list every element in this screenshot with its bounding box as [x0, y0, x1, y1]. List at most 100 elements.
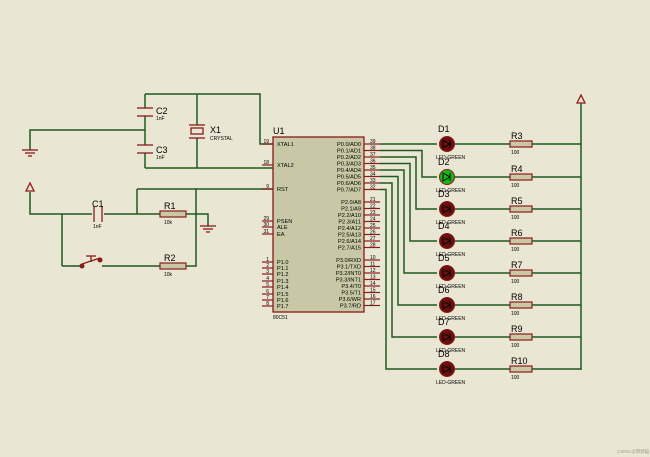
mcu-pin-label: P3.2/INT0	[336, 271, 361, 277]
bus-wire	[380, 175, 437, 306]
mcu-pin-number: 24	[370, 217, 376, 223]
mcu-pin-number: 5	[266, 282, 269, 288]
resistor-value-label: 100	[511, 247, 520, 253]
xtal1-wire	[197, 93, 273, 145]
mcu-pin-label: P3.6/WR	[339, 297, 361, 303]
mcu-pin-number: 35	[370, 165, 376, 171]
resistor-r6	[509, 237, 533, 245]
led-diode-symbol	[442, 204, 451, 214]
rst-wire	[186, 188, 273, 267]
mcu-pin-label: P1.7	[277, 304, 289, 310]
led-ref-label: D7	[438, 317, 450, 327]
resistor-r2	[159, 262, 187, 270]
led-type-label: LED-GREEN	[436, 252, 466, 258]
led-ref-label: D6	[438, 285, 450, 295]
led-type-label: LED-GREEN	[436, 188, 466, 194]
mcu-pin-number: 26	[370, 230, 376, 236]
c1-ref-label: C1	[92, 199, 104, 209]
led-ref-label: D2	[438, 157, 450, 167]
mcu-right-pins: 39P0.0/AD038P0.1/AD137P0.2/AD236P0.3/AD3…	[336, 139, 380, 310]
resistor-ref-label: R9	[511, 324, 523, 334]
mcu-pin-label: P2.6/A14	[338, 239, 361, 245]
mcu-body	[272, 136, 365, 313]
mcu-pin-number: 34	[370, 172, 376, 178]
capacitor-c3	[137, 144, 153, 154]
mcu-pin-number: 33	[370, 178, 376, 184]
led-diode-symbol	[442, 236, 451, 246]
led-type-label: LED-GREEN	[436, 348, 466, 354]
mcu-pin-label: P0.6/AD6	[337, 181, 361, 187]
resistor-r3	[509, 140, 533, 148]
mcu-part-label: 80C51	[273, 315, 288, 321]
resistor-value-label: 100	[511, 150, 520, 156]
led-diode-symbol	[442, 268, 451, 278]
resistor-ref-label: R8	[511, 292, 523, 302]
mcu-pin-label: P2.0/A8	[341, 200, 361, 206]
mcu-pin-label: P1.6	[277, 298, 289, 304]
led-ref-label: D5	[438, 253, 450, 263]
crystal-x1	[189, 124, 205, 139]
mcu-pin-label: P1.2	[277, 272, 289, 278]
mcu-pin-label: XTAL1	[277, 142, 294, 148]
resistor-r1	[159, 210, 187, 218]
led-ref-label: D1	[438, 124, 450, 134]
x1-ref-label: X1	[210, 125, 221, 135]
mcu-pin-label: XTAL2	[277, 163, 294, 169]
mcu-pin-label: P0.4/AD4	[337, 168, 361, 174]
mcu-pin-label: P0.3/AD3	[337, 162, 361, 168]
c3-value-label: 1nF	[156, 155, 165, 161]
mcu-pin-number: 19	[263, 139, 269, 145]
mcu-pin-label: P3.5/T1	[341, 291, 361, 297]
mcu-pin-label: ALE	[277, 225, 288, 231]
mcu-pin-number: 8	[266, 301, 269, 307]
mcu-pin-number: 9	[266, 184, 269, 190]
mcu-pin-number: 37	[370, 152, 376, 158]
watermark: CSDN @郭郭猫	[617, 448, 650, 455]
resistor-r4	[509, 173, 533, 181]
c1-value-label: 1nF	[93, 224, 102, 230]
mcu-pin-label: P3.7/RD	[340, 304, 361, 310]
led-rows: D1LED-GREENR3100D2LED-GREENR4100D3LED-GR…	[436, 124, 581, 386]
bus-wire	[380, 162, 437, 242]
led-diode-symbol	[442, 172, 451, 182]
resistor-value-label: 100	[511, 375, 520, 381]
mcu-pin-number: 38	[370, 146, 376, 152]
mcu-pin-label: P2.1/A9	[341, 207, 361, 213]
mcu-pin-number: 39	[370, 139, 376, 145]
led-d1	[439, 136, 455, 152]
reset-circuit: C1 1nF R1 10k R2 10k	[24, 181, 273, 278]
led-ref-label: D4	[438, 221, 450, 231]
led-d2	[439, 169, 455, 185]
capacitor-c1	[93, 206, 103, 222]
resistor-value-label: 100	[511, 279, 520, 285]
mcu-pin-label: P3.1/TXD	[337, 265, 361, 271]
mcu-pin-label: P3.3/INT1	[336, 278, 361, 284]
bus-wire	[380, 169, 437, 274]
mcu-pin-number: 15	[370, 288, 376, 294]
led-d8	[439, 361, 455, 377]
mcu-pin-label: P2.7/A15	[338, 246, 361, 252]
mcu-pin-number: 29	[263, 216, 269, 222]
resistor-value-label: 100	[511, 311, 520, 317]
resistor-ref-label: R7	[511, 260, 523, 270]
resistor-ref-label: R3	[511, 131, 523, 141]
bus-wire	[380, 188, 437, 370]
power-terminal-right	[575, 93, 587, 104]
mcu-pin-number: 30	[263, 222, 269, 228]
mcu-pin-number: 28	[370, 243, 376, 249]
mcu-pin-label: P0.0/AD0	[337, 142, 361, 148]
mcu-pin-number: 32	[370, 185, 376, 191]
resistor-r9	[509, 333, 533, 341]
mcu-pin-number: 4	[266, 276, 269, 282]
mcu-pin-number: 3	[266, 269, 269, 275]
reset-vcc-wire	[29, 192, 92, 215]
c3-ref-label: C3	[156, 145, 168, 155]
c2-value-label: 1nF	[156, 116, 165, 122]
mcu-pin-label: P2.5/A13	[338, 233, 361, 239]
bus-wire	[380, 149, 437, 178]
